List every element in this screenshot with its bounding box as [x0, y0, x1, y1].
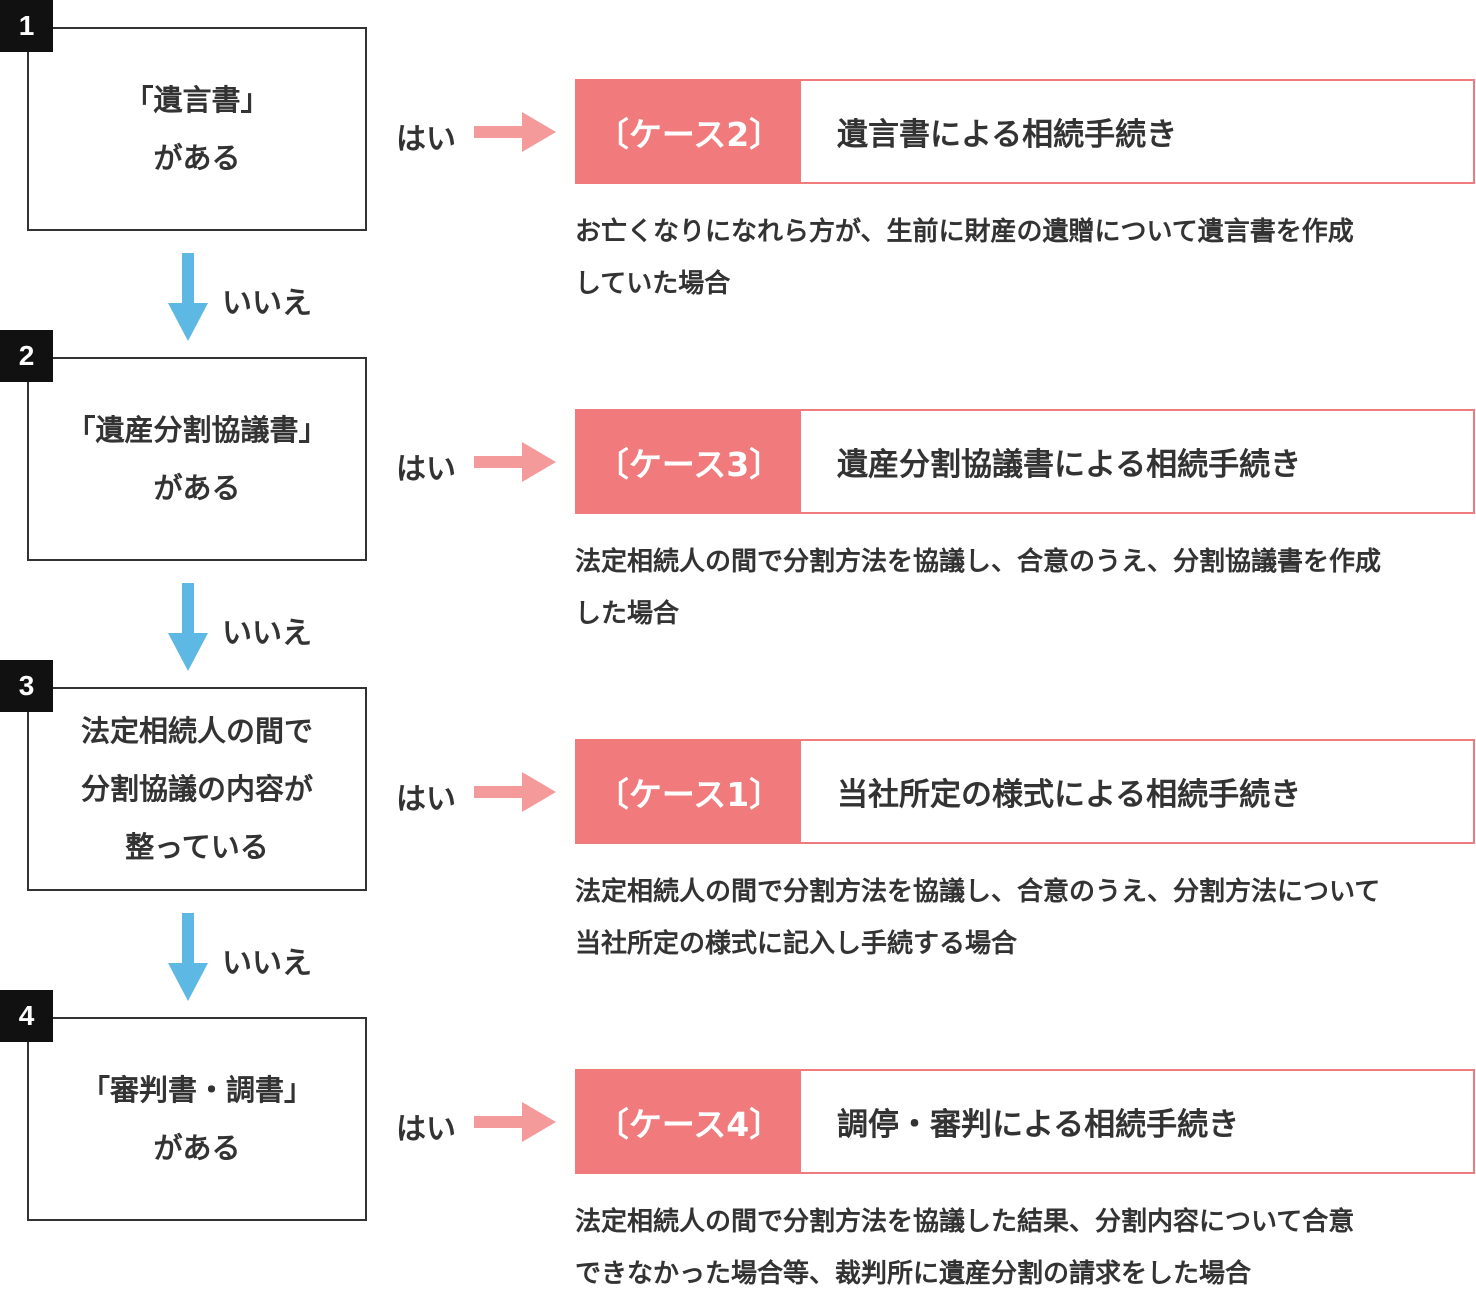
step-text-2: 「遺産分割協議書」 がある	[66, 413, 328, 505]
step-box-4: 「審判書・調書」 がある	[27, 1017, 367, 1221]
step-number-2: 2	[0, 330, 53, 382]
case-box-3: 〔ケース3〕 遺産分割協議書による相続手続き	[575, 409, 1475, 514]
step-text-4: 「審判書・調書」 がある	[80, 1073, 313, 1165]
case-title-2: 遺言書による相続手続き	[837, 117, 1178, 153]
case-tag-4: 〔ケース4〕	[577, 1071, 801, 1172]
case-description-4: 法定相続人の間で分割方法を協議した結果、分割内容について合意 できなかった場合等…	[575, 1207, 1355, 1289]
step-number-3: 3	[0, 660, 53, 712]
right-arrow-icon	[474, 772, 556, 812]
case-description-2: お亡くなりになれら方が、生前に財産の遺贈について遺言書を作成 していた場合	[575, 217, 1354, 299]
step-box-3: 法定相続人の間で 分割協議の内容が 整っている	[27, 687, 367, 891]
no-label-3: いいえ	[222, 946, 312, 981]
case-title-4: 調停・審判による相続手続き	[837, 1107, 1240, 1143]
step-box-1: 「遺言書」 がある	[27, 27, 367, 231]
case-description-1: 法定相続人の間で分割方法を協議し、合意のうえ、分割方法について 当社所定の様式に…	[575, 877, 1381, 959]
case-box-2: 〔ケース2〕 遺言書による相続手続き	[575, 79, 1475, 184]
step-box-2: 「遺産分割協議書」 がある	[27, 357, 367, 561]
case-tag-2: 〔ケース2〕	[577, 81, 801, 182]
right-arrow-icon	[474, 1102, 556, 1142]
yes-label-4: はい	[396, 1112, 456, 1147]
step-number-1: 1	[0, 0, 53, 52]
down-arrow-icon	[168, 253, 208, 341]
yes-label-2: はい	[396, 452, 456, 487]
case-tag-3: 〔ケース3〕	[577, 411, 801, 512]
step-text-1: 「遺言書」 がある	[124, 83, 270, 175]
right-arrow-icon	[474, 442, 556, 482]
step-number-4: 4	[0, 990, 53, 1042]
yes-label-3: はい	[396, 782, 456, 817]
down-arrow-icon	[168, 913, 208, 1001]
case-title-1: 当社所定の様式による相続手続き	[837, 777, 1302, 813]
no-label-2: いいえ	[222, 616, 312, 651]
yes-label-1: はい	[396, 122, 456, 157]
right-arrow-icon	[474, 112, 556, 152]
case-title-3: 遺産分割協議書による相続手続き	[837, 447, 1302, 483]
down-arrow-icon	[168, 583, 208, 671]
case-description-3: 法定相続人の間で分割方法を協議し、合意のうえ、分割協議書を作成 した場合	[575, 547, 1382, 629]
step-text-3: 法定相続人の間で 分割協議の内容が 整っている	[80, 714, 313, 864]
case-box-4: 〔ケース4〕 調停・審判による相続手続き	[575, 1069, 1475, 1174]
case-tag-1: 〔ケース1〕	[577, 741, 801, 842]
no-label-1: いいえ	[222, 286, 312, 321]
case-box-1: 〔ケース1〕 当社所定の様式による相続手続き	[575, 739, 1475, 844]
